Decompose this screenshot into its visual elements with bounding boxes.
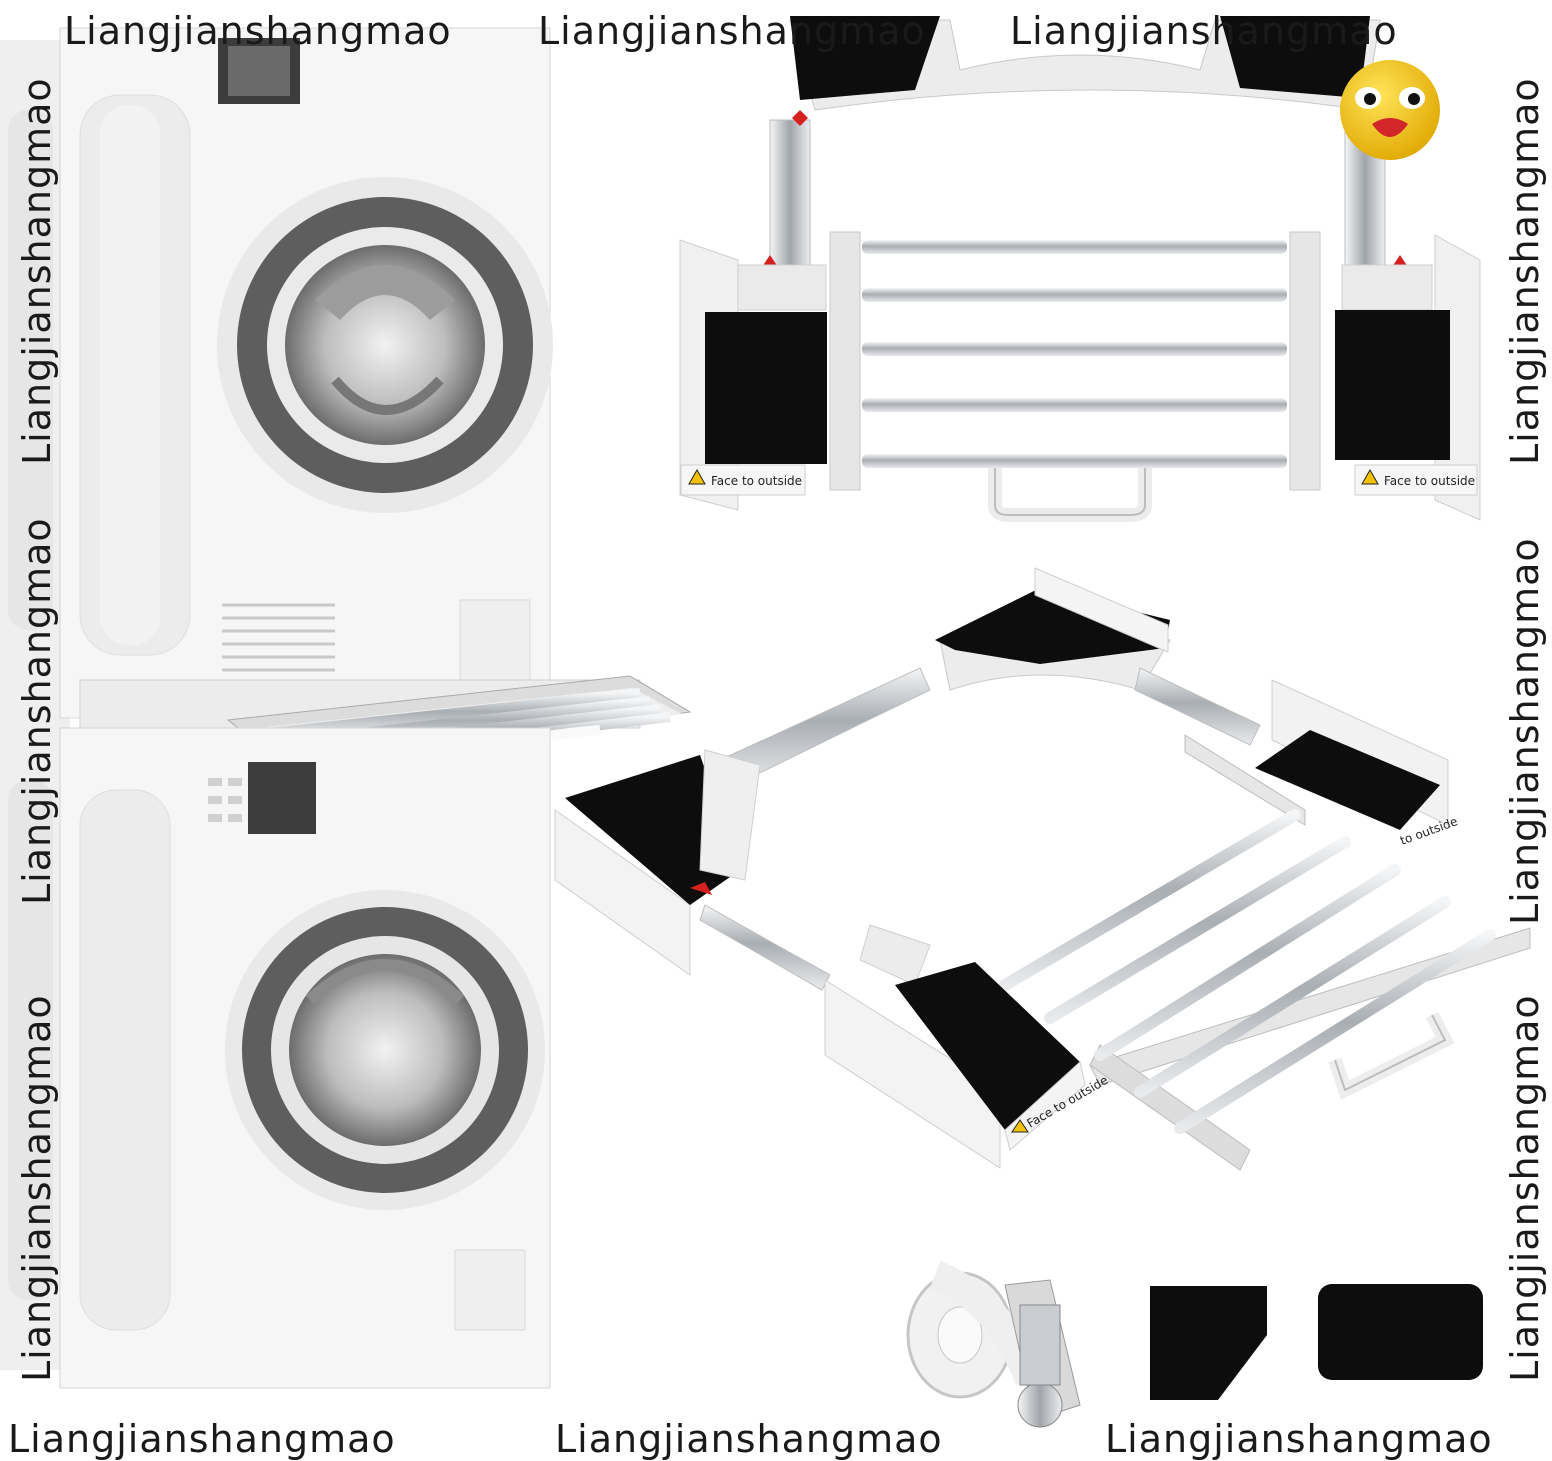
watermark-bottom-2: Liangjianshangmao [555, 1417, 943, 1461]
watermark-left-3: Liangjianshangmao [15, 994, 59, 1382]
washer-bottom [59, 727, 551, 1389]
drawer-handle-front [988, 468, 1152, 522]
watermark-bottom-1: Liangjianshangmao [8, 1417, 396, 1461]
rectangle-pad-accessory [1318, 1284, 1483, 1380]
watermark-left-1: Liangjianshangmao [15, 77, 59, 465]
front-drawer-bars [862, 240, 1287, 468]
watermark-top-2: Liangjianshangmao [538, 9, 926, 53]
stand-perspective-view: to outside Face to outside [554, 567, 1531, 1171]
face-to-outside-label-left: Face to outside [711, 474, 802, 488]
front-right-foot-pad [1335, 310, 1450, 460]
right-back-pad [1255, 730, 1440, 830]
accessories [906, 1261, 1483, 1428]
corner-pad-accessory [1150, 1286, 1267, 1400]
front-foot-pad [895, 962, 1080, 1130]
duck-sticker [1340, 60, 1440, 160]
watermark-left-2: Liangjianshangmao [15, 517, 59, 905]
watermark-top-1: Liangjianshangmao [64, 9, 452, 53]
stacked-washer-dryer [0, 27, 692, 1389]
perspective-drawer-bars [999, 809, 1496, 1134]
watermark-right-1: Liangjianshangmao [1503, 77, 1547, 465]
ratchet-strap [906, 1261, 1081, 1428]
watermark-bottom-3: Liangjianshangmao [1105, 1417, 1493, 1461]
watermark-right-2: Liangjianshangmao [1503, 537, 1547, 925]
top-left-corner-pad [790, 16, 940, 100]
dryer-top [59, 27, 553, 719]
stand-front-view: Face to outside Face to outside [679, 16, 1481, 522]
left-side-pad [565, 755, 740, 905]
face-to-outside-label-right: Face to outside [1384, 474, 1475, 488]
watermark-top-3: Liangjianshangmao [1010, 9, 1398, 53]
front-left-foot-pad [705, 312, 827, 464]
watermark-right-3: Liangjianshangmao [1503, 994, 1547, 1382]
top-right-corner-pad [1220, 16, 1370, 98]
